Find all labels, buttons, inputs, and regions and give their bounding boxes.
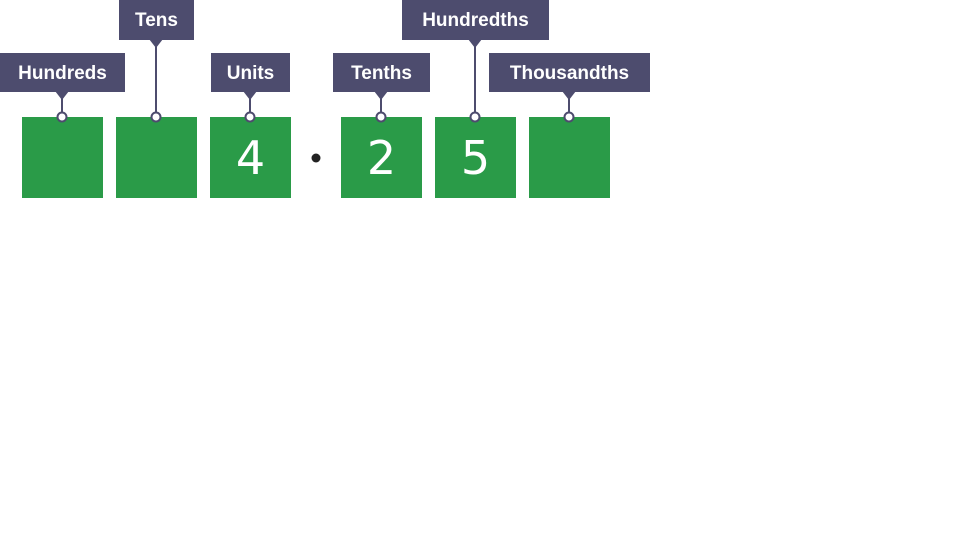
digit-box-thousandths [529,117,610,198]
connector-dot-hundreds [56,111,68,123]
label-hundredths: Hundredths [422,10,529,31]
place-hundreds: Hundreds [0,53,125,198]
label-box-tens [119,0,194,40]
digit-box-hundreds [22,117,103,198]
decimal-point [311,153,321,163]
digit-hundredths: 5 [461,131,490,185]
label-box-hundreds [0,53,125,92]
label-tenths: Tenths [351,63,412,84]
digit-tenths: 2 [367,131,396,185]
connector-dot-tenths [375,111,387,123]
label-units: Units [227,63,275,84]
label-box-hundredths [402,0,549,40]
label-pointer-units [243,91,257,100]
label-box-thousandths [489,53,650,92]
label-pointer-tens [149,39,163,48]
label-pointer-thousandths [562,91,576,100]
connector-dot-hundredths [469,111,481,123]
label-box-units [211,53,290,92]
connector-dot-units [244,111,256,123]
label-thousandths: Thousandths [510,63,629,84]
digit-units: 4 [236,131,265,185]
digit-box-units [210,117,291,198]
place-tens: Tens [116,0,197,198]
label-tens: Tens [135,10,178,31]
connector-dot-tens [150,111,162,123]
label-pointer-hundredths [468,39,482,48]
label-box-tenths [333,53,430,92]
place-thousandths: Thousandths [489,53,650,198]
digit-box-hundredths [435,117,516,198]
label-pointer-hundreds [55,91,69,100]
digit-box-tenths [341,117,422,198]
label-hundreds: Hundreds [18,63,107,84]
place-hundredths: Hundredths 5 [402,0,549,198]
digit-box-tens [116,117,197,198]
place-tenths: Tenths 2 [333,53,430,198]
place-units: Units 4 [210,53,291,198]
connector-dot-thousandths [563,111,575,123]
label-pointer-tenths [374,91,388,100]
